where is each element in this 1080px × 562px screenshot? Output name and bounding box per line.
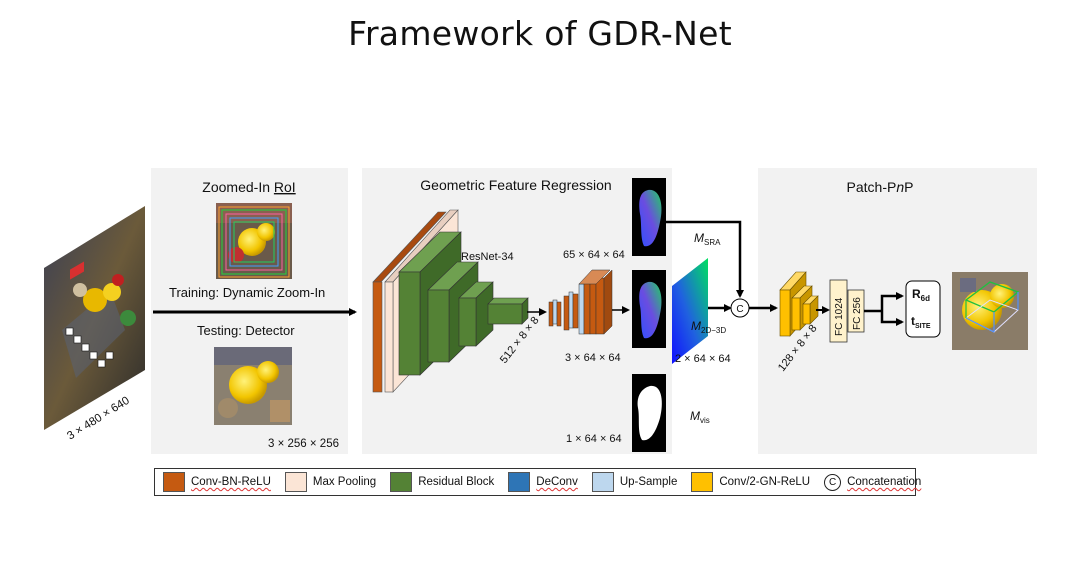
legend-label: Residual Block [418,476,495,488]
roi-image-testing [214,347,292,425]
map-mask [632,374,666,452]
legend-label: Conv/2-GN-ReLU [719,476,811,488]
fc-1024 [829,279,848,343]
patch-pnp-header: Patch-PnP [847,179,914,195]
sra-dim: 65 × 64 × 64 [563,249,625,261]
legend-label: Concatenation [847,476,922,488]
roi-image-training [216,203,292,279]
m-vis-label: Mvis [690,409,710,425]
backbone-label: ResNet-34 [461,251,514,263]
sra-route-arrow [666,220,744,298]
decoder-blocks [548,269,613,335]
concat-symbol: C [736,304,743,315]
legend-swatch [284,472,307,492]
legend-item-max-pooling: Max Pooling [284,472,377,492]
map-xyz [632,270,666,348]
fc-to-t-arrow [880,311,904,326]
legend-item-conv-gn-relu: Conv/2-GN-ReLU [691,472,810,492]
legend-item-residual-block: Residual Block [390,472,494,492]
legend-swatch [508,472,531,492]
outputs-box [905,280,941,338]
page-title: Framework of GDR-Net [348,14,732,53]
legend-swatch [390,472,413,492]
result-image [952,272,1028,350]
output-rotation: R6d [912,287,930,303]
testing-label: Testing: Detector [197,323,295,338]
fc-to-r-arrow [880,292,904,311]
xyz-dim: 3 × 64 × 64 [565,352,621,364]
m2d3d-dim: 2 × 64 × 64 [675,353,731,365]
input-image [44,206,145,430]
legend-item-concatenation: C Concatenation [824,473,922,491]
output-translation: tSITE [911,314,931,330]
legend: Conv-BN-ReLU Max Pooling Residual Block … [154,468,921,496]
fc-256-label: FC 256 [852,297,863,330]
legend-label: DeConv [536,476,578,488]
zoomed-roi-header: Zoomed-In RoI [202,179,295,195]
legend-swatch [691,472,714,492]
residual-blocks [398,231,529,376]
map-2d3d [672,258,708,364]
legend-swatch [591,472,614,492]
legend-item-deconv: DeConv [508,472,578,492]
concat-legend-icon: C [824,473,842,491]
training-label: Training: Dynamic Zoom-In [169,285,325,300]
fc-1024-label: FC 1024 [834,297,845,336]
mask-dim: 1 × 64 × 64 [566,433,622,445]
m-sra-label: MSRA [694,231,721,247]
crop-dim: 3 × 256 × 256 [268,438,339,450]
legend-item-conv-bn-relu: Conv-BN-ReLU [163,472,271,492]
pnp-conv-blocks [779,271,819,337]
legend-label: Conv-BN-ReLU [191,476,271,488]
legend-item-up-sample: Up-Sample [591,472,678,492]
map-sra [632,178,666,256]
gfr-header: Geometric Feature Regression [420,177,611,193]
legend-label: Max Pooling [312,476,377,488]
legend-label: Up-Sample [619,476,678,488]
m2d3d-label: M2D−3D [691,319,726,335]
legend-swatch [163,472,185,492]
